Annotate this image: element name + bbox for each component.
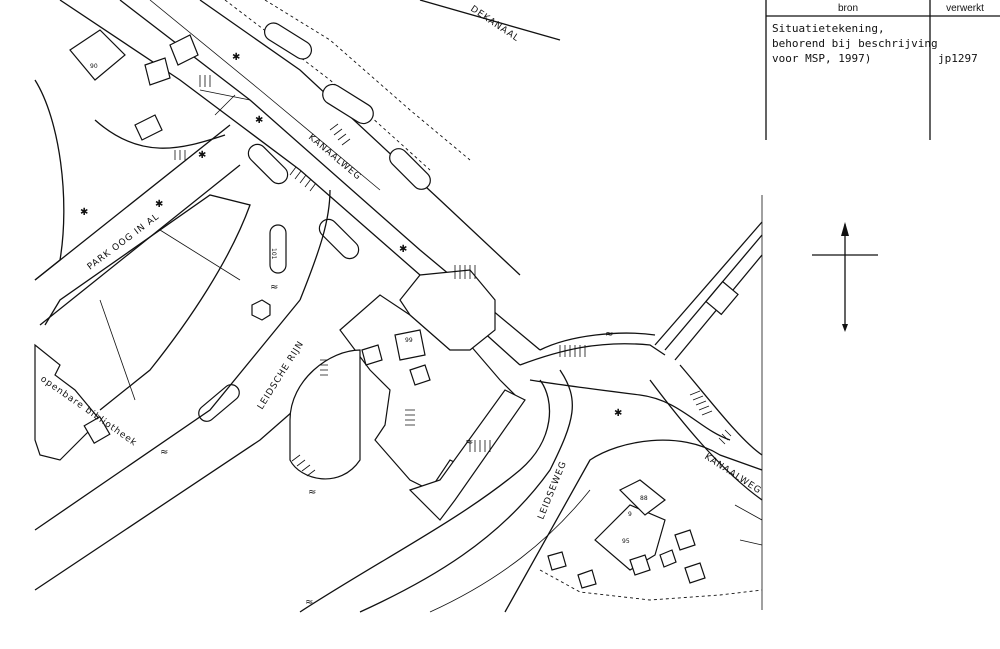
svg-text:✱: ✱ bbox=[232, 52, 240, 63]
house-number: 101 bbox=[270, 248, 277, 260]
house-number: 9 bbox=[628, 511, 632, 518]
north-arrow-icon bbox=[812, 222, 878, 332]
title-block: bron verwerkt Situatietekening, behorend… bbox=[765, 0, 1000, 140]
svg-text:✱: ✱ bbox=[80, 207, 88, 218]
svg-text:✱: ✱ bbox=[399, 244, 407, 255]
svg-text:≈: ≈ bbox=[465, 437, 473, 448]
title-block-description-line-2: behorend bij beschrijving bbox=[772, 37, 938, 50]
title-block-code: jp1297 bbox=[938, 52, 978, 65]
svg-text:≈: ≈ bbox=[270, 282, 278, 293]
leidseweg-label: LEIDSEWEG bbox=[537, 460, 570, 521]
map-linework: ✱ ✱ ✱ ✱ ✱ ✱ ✱ ≈ ≈ ≈ ≈ ≈ ≈ bbox=[34, 0, 763, 613]
svg-text:≈: ≈ bbox=[308, 487, 316, 498]
svg-text:✱: ✱ bbox=[614, 408, 622, 419]
kanaalweg-lower-label: KANAALWEG bbox=[702, 452, 763, 496]
title-block-description-line-3: voor MSP, 1997) bbox=[772, 52, 871, 65]
title-block-verwerkt-header: verwerkt bbox=[946, 3, 984, 14]
house-number: 95 bbox=[622, 538, 630, 545]
svg-text:✱: ✱ bbox=[198, 150, 206, 161]
title-block-description-line-1: Situatietekening, bbox=[772, 22, 885, 35]
tree-symbols: ✱ ✱ ✱ ✱ ✱ ✱ ✱ bbox=[80, 52, 622, 419]
park-road-label: PARK OOG IN AL bbox=[86, 212, 162, 273]
water-symbols: ≈ ≈ ≈ ≈ ≈ ≈ bbox=[160, 282, 613, 608]
canal-label: DEKANAAL bbox=[468, 4, 521, 44]
title-block-bron-header: bron bbox=[838, 3, 858, 14]
svg-text:≈: ≈ bbox=[605, 329, 613, 340]
svg-text:≈: ≈ bbox=[160, 447, 168, 458]
house-number: 90 bbox=[90, 63, 98, 70]
house-number: 88 bbox=[640, 495, 648, 502]
house-number: 99 bbox=[405, 337, 413, 344]
stair-hatching bbox=[174, 75, 732, 477]
svg-text:✱: ✱ bbox=[255, 115, 263, 126]
svg-text:✱: ✱ bbox=[155, 199, 163, 210]
svg-text:≈: ≈ bbox=[305, 597, 313, 608]
